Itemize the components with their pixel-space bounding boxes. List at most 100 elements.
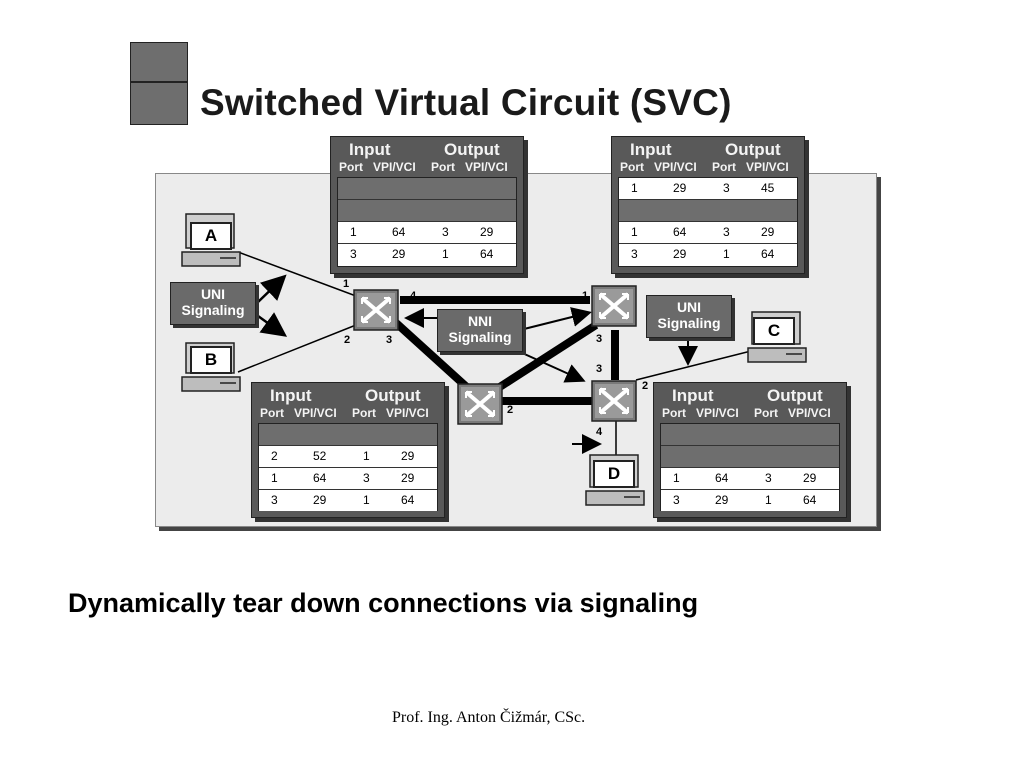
port-number: 1 — [582, 290, 589, 302]
uni-signaling-right: UNI Signaling — [646, 295, 732, 338]
switch-icon — [457, 383, 503, 425]
table-header-output: Output — [444, 140, 500, 159]
cell: 3 — [723, 225, 730, 239]
host-d-label: D — [593, 460, 635, 488]
port-number: 2 — [507, 404, 514, 416]
cell: 64 — [392, 225, 406, 239]
nni-signaling: NNI Signaling — [437, 309, 523, 352]
col-vpivci: VPI/VCI — [294, 406, 337, 420]
cell: 3 — [442, 225, 449, 239]
cell: 3 — [631, 247, 638, 261]
table-row: 1 29 3 45 — [619, 178, 797, 200]
cell: 1 — [442, 247, 449, 261]
col-port: Port — [339, 160, 363, 174]
arrow-nni-right — [519, 307, 592, 331]
cell: 3 — [765, 471, 772, 485]
table-header-output: Output — [365, 386, 421, 405]
cell: 1 — [363, 449, 370, 463]
cell: 29 — [401, 449, 415, 463]
table-body: 1 64 3 29 3 29 1 64 — [337, 177, 517, 267]
arrow-nni-down — [519, 351, 586, 383]
table-row: 1 64 3 29 — [259, 468, 437, 490]
cell: 64 — [803, 493, 817, 507]
cell: 2 — [271, 449, 278, 463]
cell: 3 — [363, 471, 370, 485]
link-a-s1 — [237, 251, 357, 297]
cell: 45 — [761, 181, 775, 195]
port-number: 3 — [596, 363, 603, 375]
cell: 1 — [765, 493, 772, 507]
col-port: Port — [352, 406, 376, 420]
col-port: Port — [620, 160, 644, 174]
col-port: Port — [260, 406, 284, 420]
page-title: Switched Virtual Circuit (SVC) — [200, 82, 732, 123]
cell: 3 — [723, 181, 730, 195]
cell: 1 — [631, 181, 638, 195]
col-vpivci: VPI/VCI — [465, 160, 508, 174]
cell: 29 — [761, 225, 775, 239]
cell: 1 — [271, 471, 278, 485]
cell: 1 — [673, 471, 680, 485]
port-number: 4 — [596, 426, 603, 438]
cell: 64 — [313, 471, 327, 485]
table-row — [619, 200, 797, 222]
link-c-s4 — [635, 349, 756, 381]
slide-footer: Prof. Ing. Anton Čižmár, CSc. — [392, 709, 586, 726]
host-a-label: A — [190, 222, 232, 250]
table-header-input: Input — [630, 140, 672, 159]
sig-line: Signaling — [181, 302, 245, 318]
col-vpivci: VPI/VCI — [373, 160, 416, 174]
cell: 29 — [480, 225, 494, 239]
port-number: 3 — [386, 334, 393, 346]
cell: 29 — [673, 247, 687, 261]
col-port: Port — [662, 406, 686, 420]
table-row — [338, 178, 516, 200]
port-number: 2 — [642, 380, 649, 392]
cell: 29 — [715, 493, 729, 507]
cell: 29 — [673, 181, 687, 195]
arrow-uni-down — [257, 312, 288, 337]
table-row: 1 64 3 29 — [338, 222, 516, 244]
host-c-label: C — [753, 317, 795, 345]
cell: 29 — [401, 471, 415, 485]
cell: 1 — [723, 247, 730, 261]
cell: 29 — [313, 493, 327, 507]
sig-line: Signaling — [448, 329, 512, 345]
table-body: 1 64 3 29 3 29 1 64 — [660, 423, 840, 511]
trunk-s1-s3 — [392, 319, 473, 393]
cell: 3 — [673, 493, 680, 507]
cell: 1 — [350, 225, 357, 239]
col-vpivci: VPI/VCI — [386, 406, 429, 420]
uni-signaling-left: UNI Signaling — [170, 282, 256, 325]
switch-icon — [353, 289, 399, 331]
cell: 3 — [271, 493, 278, 507]
sig-line: UNI — [676, 299, 702, 315]
table-row: 3 29 1 64 — [661, 490, 839, 511]
table-header-output: Output — [767, 386, 823, 405]
link-b-s1 — [237, 324, 357, 373]
table-row — [661, 424, 839, 446]
sig-line: NNI — [467, 313, 493, 329]
col-port: Port — [431, 160, 455, 174]
host-b-label: B — [190, 346, 232, 374]
col-vpivci: VPI/VCI — [746, 160, 789, 174]
table-header-input: Input — [672, 386, 714, 405]
cell: 64 — [673, 225, 687, 239]
col-port: Port — [754, 406, 778, 420]
logo-square-bottom — [130, 82, 188, 125]
sig-line: Signaling — [657, 315, 721, 331]
slide-subtitle: Dynamically tear down connections via si… — [68, 588, 699, 618]
trunk-s2-s3 — [489, 321, 599, 396]
table-header-input: Input — [270, 386, 312, 405]
